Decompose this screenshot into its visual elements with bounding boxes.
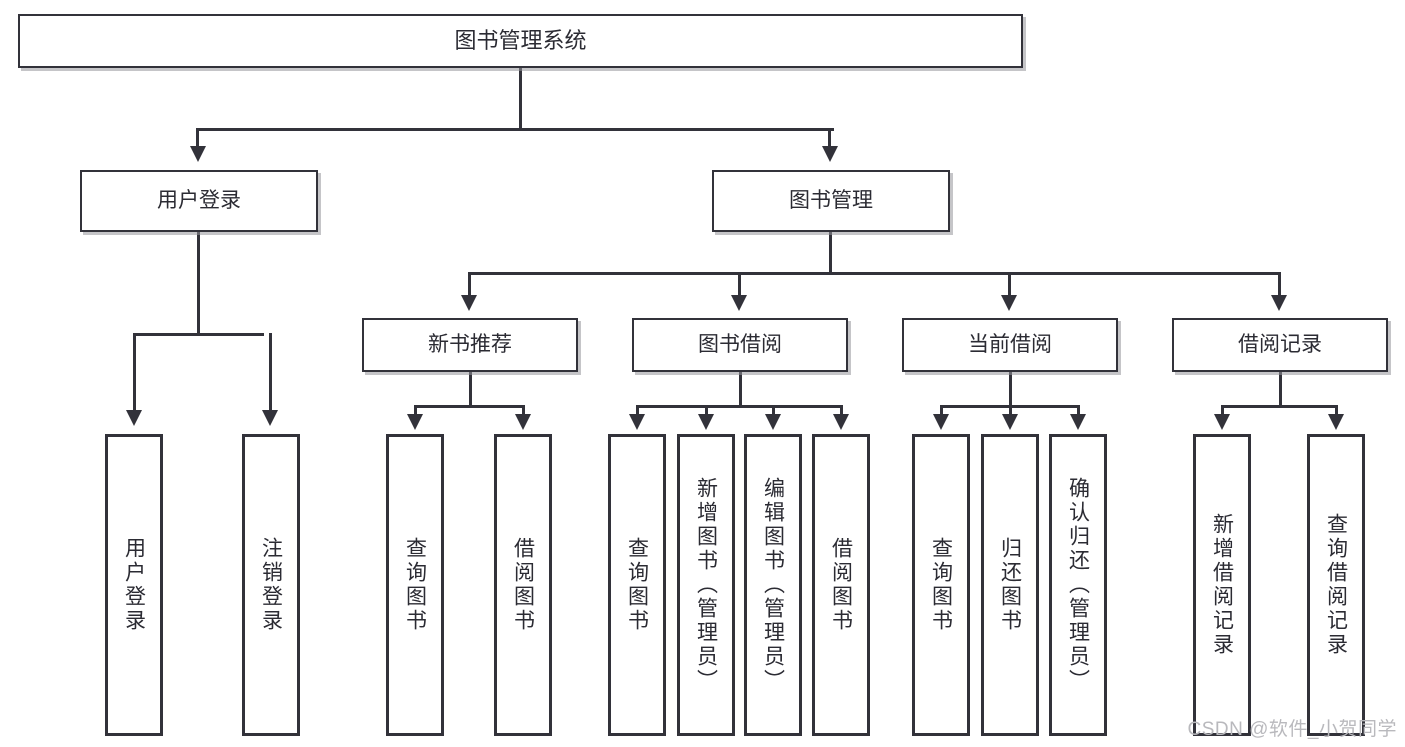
arrow-bb-to-leaf-3 bbox=[765, 414, 781, 430]
arrow-bb-to-leaf-1 bbox=[629, 414, 645, 430]
leaf-book-borrow-borrow-book[interactable]: 借阅图书 bbox=[812, 434, 870, 736]
connector-root-bus bbox=[196, 128, 834, 131]
node-label: 新增图书（管理员） bbox=[694, 477, 718, 693]
node-label: 图书管理系统 bbox=[454, 27, 587, 53]
leaf-current-borrow-confirm-return-admin[interactable]: 确认归还（管理员） bbox=[1049, 434, 1107, 736]
connector-new-book-bus bbox=[414, 405, 525, 408]
arrow-root-to-user-login bbox=[190, 146, 206, 162]
connector-root-to-user-login bbox=[196, 128, 199, 150]
connector-user-login-to-leaf-2 bbox=[269, 333, 272, 413]
connector-current-borrow-stem bbox=[1009, 372, 1012, 407]
leaf-current-borrow-return-book[interactable]: 归还图书 bbox=[981, 434, 1039, 736]
leaf-borrow-record-add-record[interactable]: 新增借阅记录 bbox=[1193, 434, 1251, 736]
connector-book-borrow-bus bbox=[636, 405, 843, 408]
node-label: 编辑图书（管理员） bbox=[761, 477, 785, 693]
leaf-user-login-login[interactable]: 用户登录 bbox=[105, 434, 163, 736]
connector-cb-to-leaf-1 bbox=[940, 405, 943, 417]
node-label: 借阅记录 bbox=[1238, 332, 1322, 356]
node-label: 查询借阅记录 bbox=[1324, 513, 1348, 657]
arrow-root-to-book-management bbox=[822, 146, 838, 162]
node-root-book-management-system[interactable]: 图书管理系统 bbox=[18, 14, 1023, 68]
leaf-book-borrow-edit-book-admin[interactable]: 编辑图书（管理员） bbox=[744, 434, 802, 736]
connector-user-login-stem bbox=[197, 232, 200, 336]
node-label: 用户登录 bbox=[122, 537, 146, 633]
connector-bb-to-leaf-1 bbox=[636, 405, 639, 417]
node-current-borrow[interactable]: 当前借阅 bbox=[902, 318, 1118, 372]
arrow-bm-to-current bbox=[1001, 295, 1017, 311]
arrow-bm-to-borrow bbox=[731, 295, 747, 311]
connector-bm-to-record bbox=[1278, 272, 1281, 298]
node-label: 借阅图书 bbox=[511, 537, 535, 633]
node-label: 查询图书 bbox=[929, 537, 953, 633]
connector-book-borrow-stem bbox=[739, 372, 742, 407]
node-label: 用户登录 bbox=[157, 188, 241, 212]
arrow-br-to-leaf-2 bbox=[1328, 414, 1344, 430]
leaf-book-borrow-add-book-admin[interactable]: 新增图书（管理员） bbox=[677, 434, 735, 736]
node-label: 新书推荐 bbox=[428, 332, 512, 356]
connector-root-to-book-management bbox=[828, 128, 831, 150]
connector-bb-to-leaf-4 bbox=[840, 405, 843, 417]
node-label: 图书借阅 bbox=[698, 332, 782, 356]
leaf-borrow-record-query-record[interactable]: 查询借阅记录 bbox=[1307, 434, 1365, 736]
arrow-bb-to-leaf-2 bbox=[698, 414, 714, 430]
connector-cb-to-leaf-2 bbox=[1009, 405, 1012, 417]
node-label: 归还图书 bbox=[998, 537, 1022, 633]
connector-user-login-bus bbox=[133, 333, 264, 336]
leaf-book-borrow-query-book[interactable]: 查询图书 bbox=[608, 434, 666, 736]
arrow-nb-to-leaf-1 bbox=[407, 414, 423, 430]
connector-root-stem bbox=[519, 68, 522, 130]
arrow-cb-to-leaf-1 bbox=[933, 414, 949, 430]
connector-nb-to-leaf-1 bbox=[414, 405, 417, 417]
leaf-new-book-query-book[interactable]: 查询图书 bbox=[386, 434, 444, 736]
connector-br-to-leaf-1 bbox=[1221, 405, 1224, 417]
arrow-bb-to-leaf-4 bbox=[833, 414, 849, 430]
connector-borrow-record-bus bbox=[1221, 405, 1338, 408]
connector-bm-to-new-book bbox=[468, 272, 471, 298]
node-label: 注销登录 bbox=[259, 537, 283, 633]
arrow-user-login-to-leaf-2 bbox=[262, 410, 278, 426]
node-borrow-record[interactable]: 借阅记录 bbox=[1172, 318, 1388, 372]
connector-bm-to-current bbox=[1008, 272, 1011, 298]
connector-book-management-stem bbox=[829, 232, 832, 274]
connector-nb-to-leaf-2 bbox=[522, 405, 525, 417]
arrow-br-to-leaf-1 bbox=[1214, 414, 1230, 430]
connector-br-to-leaf-2 bbox=[1335, 405, 1338, 417]
connector-user-login-to-leaf-1 bbox=[133, 333, 136, 413]
node-new-book-recommend[interactable]: 新书推荐 bbox=[362, 318, 578, 372]
connector-book-management-bus bbox=[468, 272, 1279, 275]
arrow-bm-to-new-book bbox=[461, 295, 477, 311]
node-label: 借阅图书 bbox=[829, 537, 853, 633]
node-user-login[interactable]: 用户登录 bbox=[80, 170, 318, 232]
leaf-current-borrow-query-book[interactable]: 查询图书 bbox=[912, 434, 970, 736]
leaf-user-login-logout[interactable]: 注销登录 bbox=[242, 434, 300, 736]
arrow-bm-to-record bbox=[1271, 295, 1287, 311]
connector-bm-to-borrow bbox=[738, 272, 741, 298]
node-label: 查询图书 bbox=[625, 537, 649, 633]
arrow-cb-to-leaf-2 bbox=[1002, 414, 1018, 430]
connector-cb-to-leaf-3 bbox=[1077, 405, 1080, 417]
connector-new-book-stem bbox=[469, 372, 472, 407]
node-book-management[interactable]: 图书管理 bbox=[712, 170, 950, 232]
node-label: 图书管理 bbox=[789, 188, 873, 212]
connector-borrow-record-stem bbox=[1279, 372, 1282, 407]
connector-bb-to-leaf-3 bbox=[772, 405, 775, 417]
node-label: 当前借阅 bbox=[968, 332, 1052, 356]
arrow-nb-to-leaf-2 bbox=[515, 414, 531, 430]
connector-bb-to-leaf-2 bbox=[705, 405, 708, 417]
node-book-borrow[interactable]: 图书借阅 bbox=[632, 318, 848, 372]
leaf-new-book-borrow-book[interactable]: 借阅图书 bbox=[494, 434, 552, 736]
node-label: 确认归还（管理员） bbox=[1066, 477, 1090, 693]
node-label: 查询图书 bbox=[403, 537, 427, 633]
arrow-cb-to-leaf-3 bbox=[1070, 414, 1086, 430]
arrow-user-login-to-leaf-1 bbox=[126, 410, 142, 426]
node-label: 新增借阅记录 bbox=[1210, 513, 1234, 657]
